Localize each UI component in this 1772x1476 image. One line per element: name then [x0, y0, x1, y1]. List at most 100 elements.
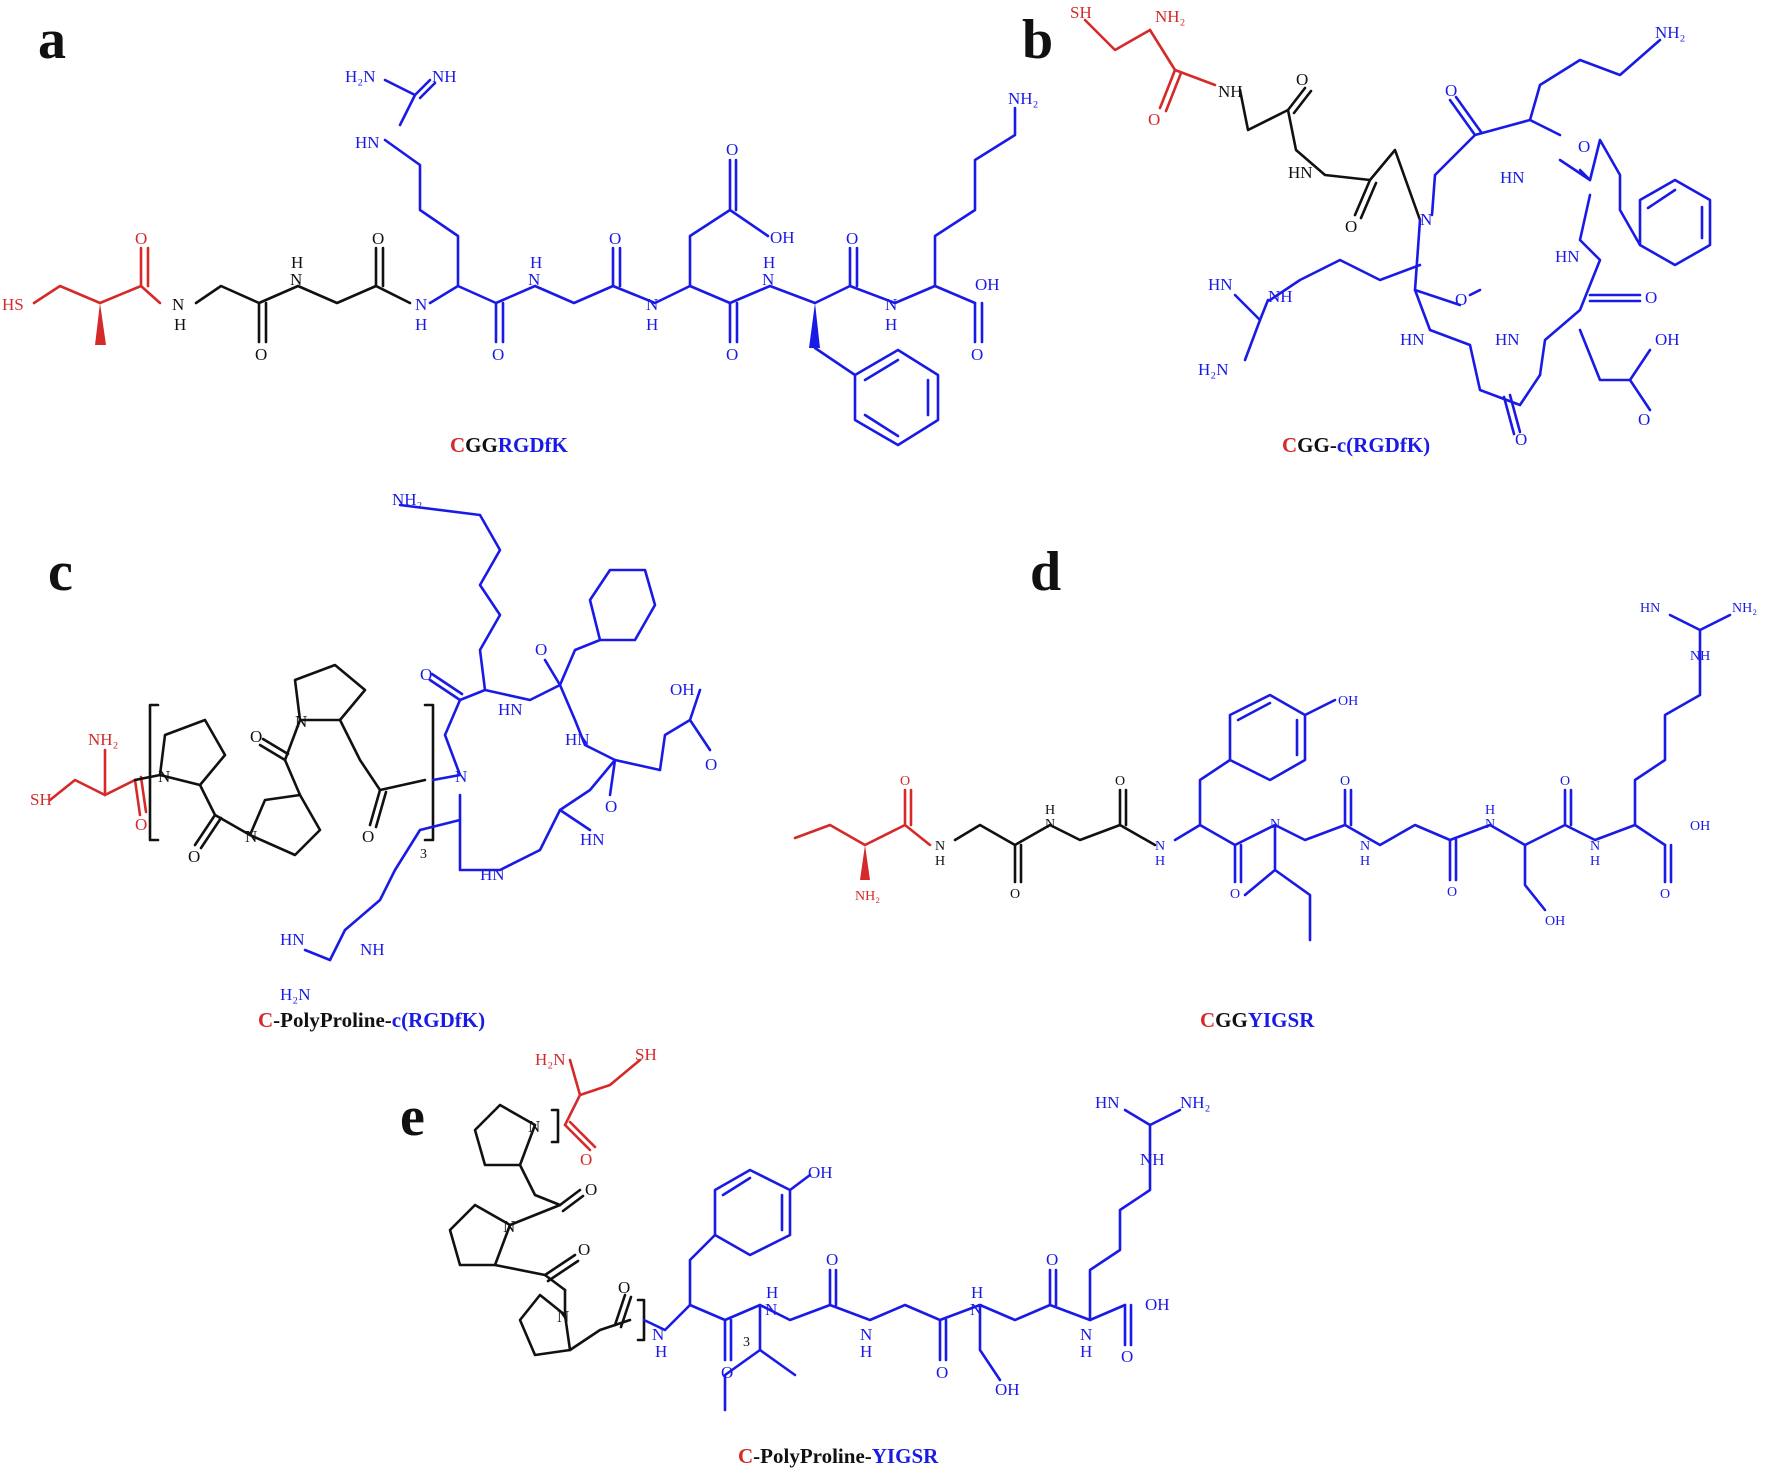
atom-label: O [578, 1240, 590, 1259]
atom-label: OH [1145, 1295, 1170, 1314]
atom-label: O [936, 1363, 948, 1382]
atom-label: N [172, 295, 184, 314]
atom-label: H [415, 315, 427, 334]
atom-label: HN [1640, 601, 1660, 616]
atom-label: NH₂ [1008, 89, 1038, 108]
atom-label: O [580, 1150, 592, 1169]
atom-label: O [605, 797, 617, 816]
atom-label: O [372, 229, 384, 248]
atom-label: N [245, 827, 257, 846]
atom-label: O [135, 229, 147, 248]
atom-label: HN [1500, 168, 1525, 187]
atom-label: O [705, 755, 717, 774]
atom-label: H₂N [280, 985, 310, 1004]
atom-label: O [1296, 70, 1308, 89]
atom-label: H [763, 253, 775, 272]
atom-label: N [646, 295, 658, 314]
atom-label: H [1485, 803, 1495, 818]
atom-label: O [420, 665, 432, 684]
atom-label: H₂N [1198, 360, 1228, 379]
structure-e: H₂N SH O N N N O O O 3 [448, 1045, 1210, 1468]
caption-d: CGGYIGSR [1200, 1008, 1315, 1032]
atom-label: N [1270, 817, 1280, 832]
caption-b: CGG-c(RGDfK) [1282, 433, 1430, 457]
atom-label: N [762, 270, 774, 289]
atom-label: O [1638, 410, 1650, 429]
atom-label: NH₂ [855, 889, 880, 904]
atom-label: H [1080, 1342, 1092, 1361]
glycine-linker-b: NH O HN O [1218, 70, 1422, 236]
atom-label: O [1455, 290, 1467, 309]
structure-a: HS O N H N H O O [2, 67, 1038, 457]
atom-label: O [1340, 774, 1350, 789]
atom-label: O [1515, 430, 1527, 449]
yigsr-peptide-e: N H N H N H N H N H OH O O O O O OH OH N… [642, 1093, 1210, 1412]
atom-label: OH [1545, 914, 1565, 929]
atom-label: N [860, 1325, 872, 1344]
atom-label: HN [498, 700, 523, 719]
atom-label: NH₂ [392, 490, 422, 509]
atom-label: N [503, 1217, 515, 1236]
atom-label: O [900, 774, 910, 789]
atom-label: H [885, 315, 897, 334]
atom-label: H [935, 854, 945, 869]
atom-label: N [295, 712, 307, 731]
atom-label: 3 [420, 847, 427, 862]
atom-label: N [1420, 210, 1432, 229]
atom-label: N [1485, 817, 1495, 832]
atom-label: OH [670, 680, 695, 699]
atom-label: H [530, 253, 542, 272]
atom-label: OH [995, 1380, 1020, 1399]
polyproline-e: N N N O O O 3 [448, 1103, 750, 1357]
atom-label: O [535, 640, 547, 659]
caption-a: CGGRGDfK [450, 433, 569, 457]
atom-label: O [846, 229, 858, 248]
cysteine-residue-c: SH NH₂ O [30, 730, 148, 834]
atom-label: O [971, 345, 983, 364]
atom-label: NH [1268, 287, 1293, 306]
cysteine-residue-d: O NH₂ [793, 774, 932, 904]
atom-label: O [1445, 81, 1457, 100]
cyclic-rgdfk-c: N O HN NH₂ O HN O OH O HN HN NH HN H₂N [280, 490, 717, 1004]
cyclic-rgdfk-b: N O NH₂ HN O HN O HN HN O O OH O NH HN H… [1198, 23, 1712, 449]
atom-label: N [1155, 839, 1165, 854]
atom-label: OH [975, 275, 1000, 294]
atom-label: H [1045, 803, 1055, 818]
atom-label: NH [1690, 649, 1710, 664]
atom-label: HN [1208, 275, 1233, 294]
atom-label: HN [1095, 1093, 1120, 1112]
atom-label: H [971, 1283, 983, 1302]
structure-d: O NH₂ N H N H O O [793, 601, 1757, 1032]
atom-label: N [528, 270, 540, 289]
atom-label: NH₂ [1732, 601, 1757, 616]
atom-label: H [1590, 854, 1600, 869]
atom-label: O [1645, 288, 1657, 307]
atom-label: HN [565, 730, 590, 749]
atom-label: OH [1338, 694, 1358, 709]
cysteine-residue-b: SH NH₂ O [1070, 3, 1217, 129]
atom-label: H₂N [535, 1050, 565, 1069]
atom-label: O [250, 727, 262, 746]
atom-label: N [557, 1307, 569, 1326]
atom-label: O [1010, 887, 1020, 902]
atom-label: N [158, 767, 170, 786]
atom-label: O [1230, 887, 1240, 902]
panel-letter-a: a [38, 9, 66, 71]
atom-label: O [726, 345, 738, 364]
yigsr-peptide-d: N H N N H N H N H OH O O O O O OH OH NH … [1155, 601, 1757, 942]
atom-label: OH [1655, 330, 1680, 349]
atom-label: OH [1690, 819, 1710, 834]
atom-label: OH [808, 1163, 833, 1182]
atom-label: NH₂ [1180, 1093, 1210, 1112]
atom-label: HN [480, 865, 505, 884]
polyproline-c: N N N O O O 3 [133, 663, 435, 866]
atom-label: H [291, 253, 303, 272]
atom-label: NH₂ [1155, 7, 1185, 26]
atom-label: O [1578, 137, 1590, 156]
atom-label: N [652, 1325, 664, 1344]
atom-label: HN [1555, 247, 1580, 266]
atom-label: HN [1288, 163, 1313, 182]
atom-label: O [1046, 1250, 1058, 1269]
atom-label: O [492, 345, 504, 364]
